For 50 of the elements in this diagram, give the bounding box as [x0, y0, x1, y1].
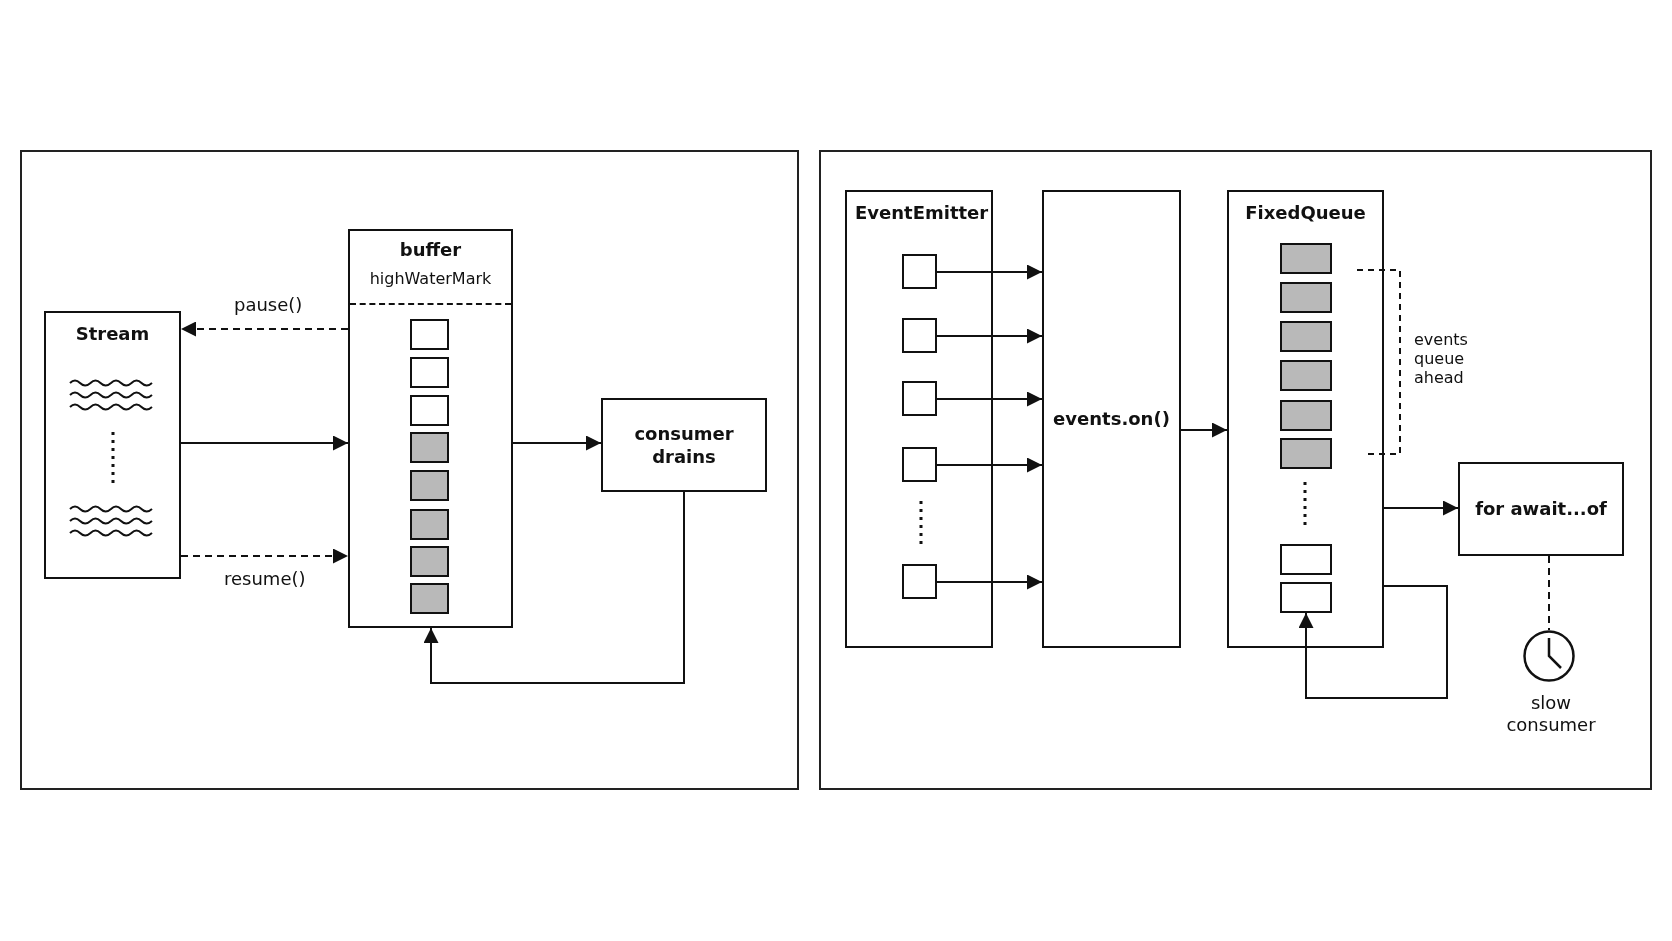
process-box — [1042, 190, 1181, 648]
arrow — [423, 491, 685, 684]
node-title: consumer drains — [633, 422, 735, 468]
node-title: EventEmitter — [854, 202, 990, 225]
slot-box — [1280, 544, 1332, 575]
arrow — [180, 548, 349, 564]
arrow — [936, 328, 1043, 344]
node-title: for await...of — [1474, 497, 1608, 521]
slot-box — [1280, 438, 1332, 469]
slot-box — [410, 583, 449, 614]
slot-box — [902, 318, 937, 353]
slot-box — [410, 395, 449, 426]
node-subtitle: highWaterMark — [368, 269, 493, 289]
slot-box — [1280, 400, 1332, 431]
slot-box — [902, 254, 937, 289]
slot-box — [410, 357, 449, 388]
slot-box — [1280, 243, 1332, 274]
clock-icon — [1523, 630, 1575, 682]
process-box — [348, 229, 513, 628]
slot-box — [410, 432, 449, 463]
slot-box — [410, 319, 449, 350]
process-box — [1227, 190, 1384, 648]
arrow — [936, 574, 1043, 590]
arrow — [1298, 585, 1448, 699]
slot-box — [410, 509, 449, 540]
node-title: FixedQueue — [1244, 202, 1367, 225]
node-title: buffer — [398, 239, 463, 262]
slot-box — [902, 447, 937, 482]
slot-box — [1280, 360, 1332, 391]
slot-box — [1280, 582, 1332, 613]
node-title: Stream — [74, 323, 151, 346]
arrow — [936, 457, 1043, 473]
slot-box — [1280, 321, 1332, 352]
arrow — [1383, 500, 1459, 516]
slot-box — [410, 470, 449, 501]
process-box — [845, 190, 993, 648]
arrow — [1180, 422, 1228, 438]
slot-box — [410, 546, 449, 577]
arrow — [180, 321, 349, 337]
slot-box — [1280, 282, 1332, 313]
node-title: events.on() — [1052, 407, 1171, 431]
arrow — [512, 435, 602, 451]
arrow — [936, 391, 1043, 407]
process-box — [1458, 462, 1624, 556]
slot-box — [902, 564, 937, 599]
process-box — [44, 311, 181, 579]
arrow — [180, 435, 349, 451]
process-box — [601, 398, 767, 492]
slot-box — [902, 381, 937, 416]
arrow — [936, 264, 1043, 280]
